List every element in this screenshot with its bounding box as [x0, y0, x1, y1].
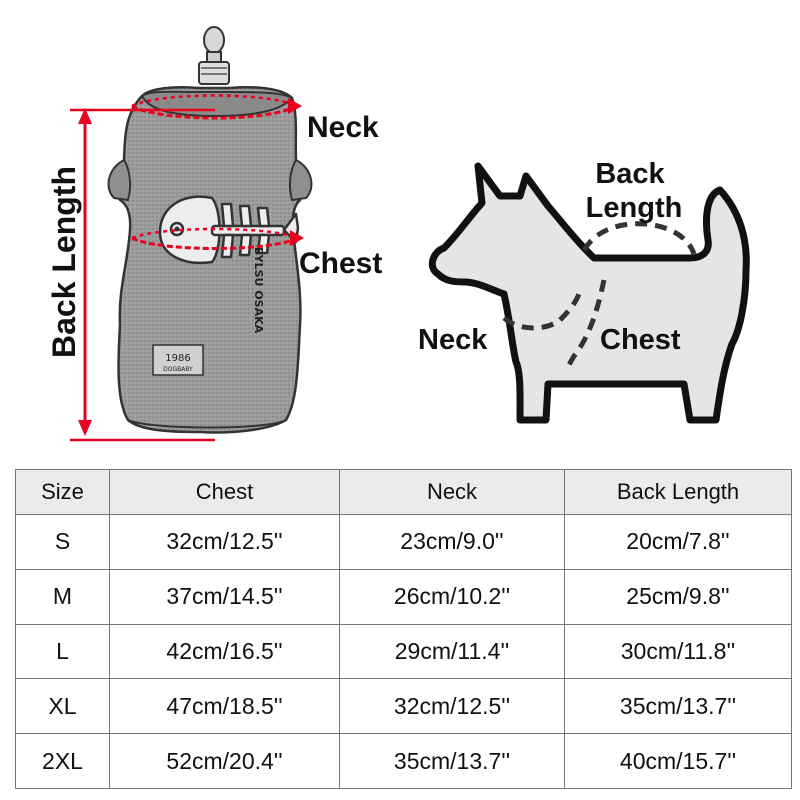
cell-chest: 52cm/20.4'' — [109, 733, 340, 789]
dog-sweater: BYLSU OSAKA 1986 DOGBABY — [107, 86, 313, 434]
cell-back-length: 30cm/11.8'' — [564, 623, 792, 680]
patch-brand: DOGBABY — [163, 366, 193, 373]
cell-neck: 32cm/12.5'' — [339, 678, 565, 735]
cell-chest: 32cm/12.5'' — [109, 514, 340, 570]
table-row: XL 47cm/18.5'' 32cm/12.5'' 35cm/13.7'' — [15, 678, 792, 735]
sweater-patch: 1986 DOGBABY — [152, 344, 204, 376]
sweater-side-label: BYLSU OSAKA — [252, 247, 265, 334]
table-row: L 42cm/16.5'' 29cm/11.4'' 30cm/11.8'' — [15, 623, 792, 680]
cell-neck: 23cm/9.0'' — [339, 514, 565, 570]
cell-size: 2XL — [15, 733, 110, 789]
chest-measure-line — [131, 227, 304, 250]
header-back-length: Back Length — [564, 469, 792, 515]
cell-back-length: 25cm/9.8'' — [564, 568, 792, 625]
table-row: S 32cm/12.5'' 23cm/9.0'' 20cm/7.8'' — [15, 514, 792, 570]
cell-back-length: 20cm/7.8'' — [564, 514, 792, 570]
header-size: Size — [15, 469, 110, 515]
cell-neck: 29cm/11.4'' — [339, 623, 565, 680]
mannequin-stand — [198, 26, 230, 85]
patch-year: 1986 — [165, 353, 190, 364]
table-row: 2XL 52cm/20.4'' 35cm/13.7'' 40cm/15.7'' — [15, 733, 792, 789]
cell-size: M — [15, 568, 110, 625]
chest-label: Chest — [299, 247, 382, 280]
back-length-measure-line — [70, 108, 215, 442]
dog-silhouette — [428, 162, 750, 424]
cell-chest: 47cm/18.5'' — [109, 678, 340, 735]
table-header-row: Size Chest Neck Back Length — [15, 469, 792, 515]
illustration: BYLSU OSAKA 1986 DOGBABY Neck Chest Back… — [46, 26, 750, 442]
neck-label: Neck — [307, 111, 379, 144]
header-neck: Neck — [339, 469, 565, 515]
header-chest: Chest — [109, 469, 340, 515]
cell-neck: 35cm/13.7'' — [339, 733, 565, 789]
cell-chest: 42cm/16.5'' — [109, 623, 340, 680]
cell-chest: 37cm/14.5'' — [109, 568, 340, 625]
fishbone-graphic — [158, 195, 300, 265]
dog-back-length-label-line1: Back — [595, 158, 665, 190]
size-chart-table: Size Chest Neck Back Length S 32cm/12.5'… — [15, 469, 792, 789]
cell-size: L — [15, 623, 110, 680]
table-row: M 37cm/14.5'' 26cm/10.2'' 25cm/9.8'' — [15, 568, 792, 625]
cell-back-length: 40cm/15.7'' — [564, 733, 792, 789]
dog-chest-label: Chest — [600, 324, 681, 356]
back-length-label: Back Length — [46, 166, 82, 358]
cell-neck: 26cm/10.2'' — [339, 568, 565, 625]
cell-size: XL — [15, 678, 110, 735]
cell-back-length: 35cm/13.7'' — [564, 678, 792, 735]
dog-back-length-label-line2: Length — [586, 192, 683, 224]
dog-neck-label: Neck — [418, 324, 488, 356]
cell-size: S — [15, 514, 110, 570]
